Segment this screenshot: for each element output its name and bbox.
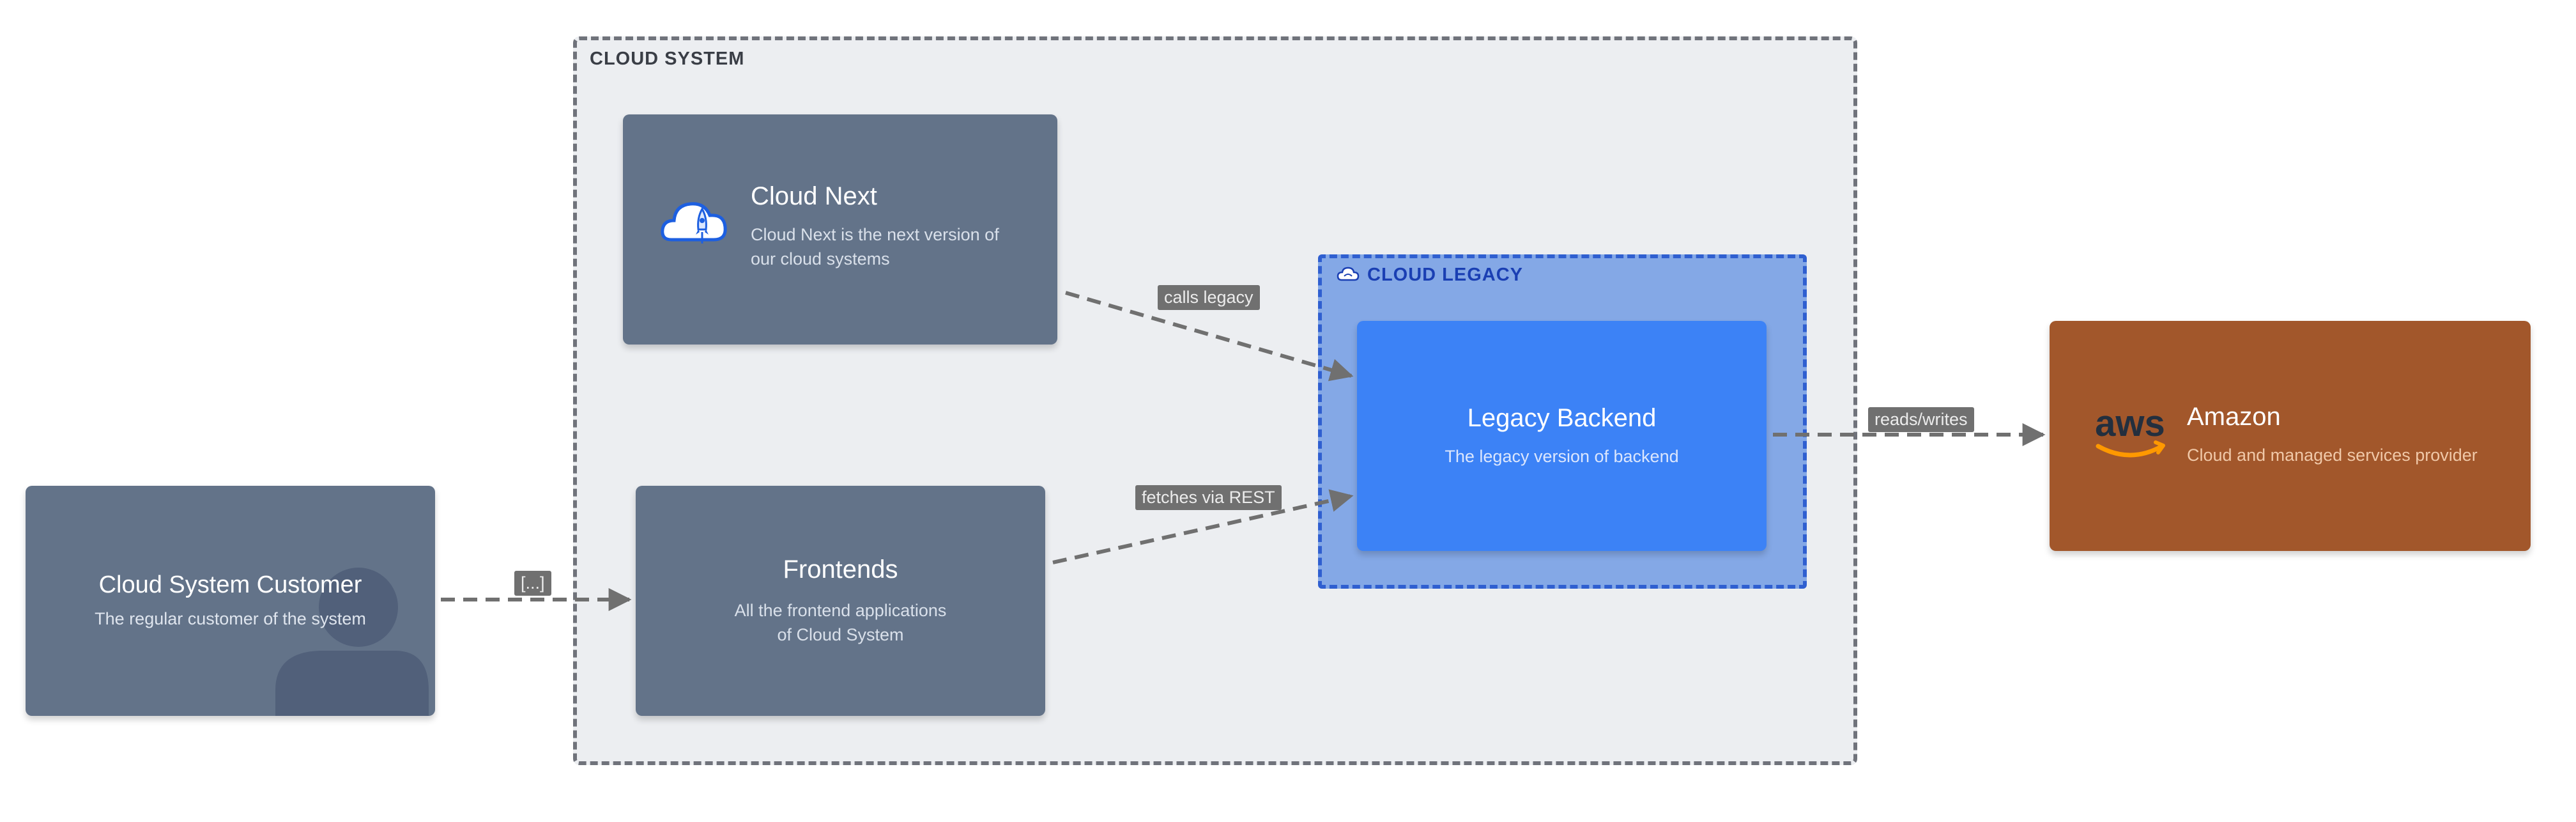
frontends-node[interactable]: Frontends All the frontend applications …: [636, 486, 1045, 716]
cloud-next-title: Cloud Next: [751, 182, 877, 210]
frontends-description-line2: of Cloud System: [777, 624, 904, 644]
amazon-node[interactable]: aws Amazon Cloud and managed services pr…: [2050, 321, 2531, 551]
customer-title: Cloud System Customer: [98, 571, 362, 598]
cloud-rocket-icon: [661, 202, 727, 244]
cloud-next-description-line1: Cloud Next is the next version of: [751, 225, 999, 244]
aws-logo-text: aws: [2095, 403, 2165, 444]
cloud-next-description-line2: our cloud systems: [751, 249, 890, 268]
cloud-next-node[interactable]: Cloud Next Cloud Next is the next versio…: [623, 114, 1057, 345]
edge-label-calls-legacy: calls legacy: [1158, 285, 1260, 310]
amazon-title: Amazon: [2187, 403, 2281, 431]
frontends-title: Frontends: [783, 555, 898, 584]
edge-label-reads-writes: reads/writes: [1868, 407, 1974, 432]
cloud-legacy-title: CLOUD LEGACY: [1367, 265, 1523, 285]
cloud-system-title: CLOUD SYSTEM: [590, 49, 745, 69]
amazon-description: Cloud and managed services provider: [2187, 446, 2478, 465]
customer-node[interactable]: Cloud System Customer The regular custom…: [26, 486, 435, 716]
legacy-backend-node[interactable]: Legacy Backend The legacy version of bac…: [1357, 321, 1767, 551]
edge-label-fetches-via-rest: fetches via REST: [1135, 485, 1282, 510]
legacy-backend-description: The legacy version of backend: [1445, 446, 1679, 466]
aws-logo: aws: [2095, 403, 2165, 458]
person-silhouette-icon: [275, 568, 429, 716]
cloud-icon: [1337, 267, 1360, 281]
edge-label-customer-frontends: [...]: [514, 571, 551, 596]
frontends-description-line1: All the frontend applications: [734, 600, 947, 620]
legacy-backend-title: Legacy Backend: [1467, 403, 1657, 432]
customer-description: The regular customer of the system: [95, 609, 366, 628]
